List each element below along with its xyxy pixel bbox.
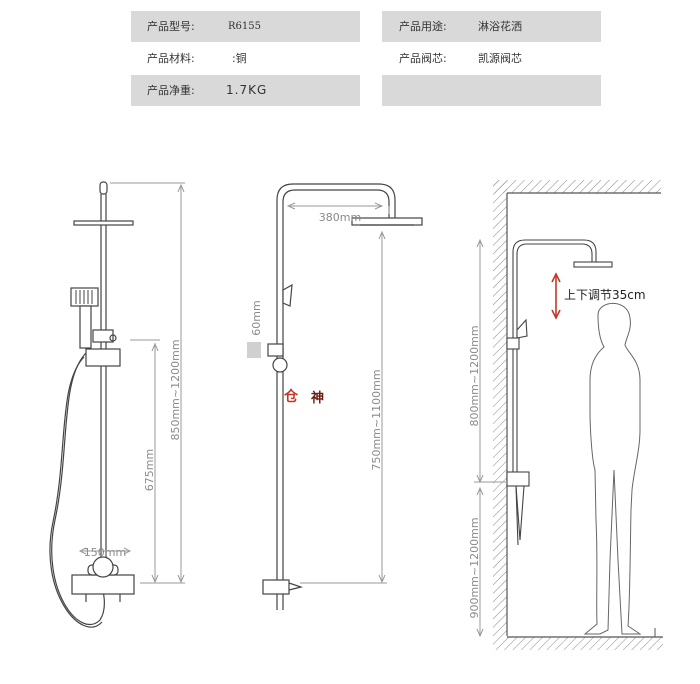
thermostatic-mixer	[71, 574, 135, 595]
side-view	[262, 183, 423, 610]
usage-value: 淋浴花洒	[478, 20, 522, 33]
wall-shower-arm	[512, 239, 597, 480]
handshower-height-dim: 675mm	[143, 449, 156, 491]
ceiling-range-dim: 800mm~1200mm	[468, 325, 481, 426]
floor	[507, 637, 663, 650]
diverter-block	[85, 348, 121, 367]
spec-row-empty-bg	[382, 75, 601, 106]
material-value: :铜	[232, 52, 247, 65]
svg-text:神: 神	[311, 390, 324, 406]
installation-view	[493, 180, 663, 650]
mixer-width-dim: 150mm	[84, 546, 126, 559]
hose	[51, 352, 105, 626]
human-figure	[583, 302, 642, 635]
overhead-shower	[73, 220, 134, 226]
adjust-arrow	[551, 272, 561, 320]
floor-range-dim: 900mm~1200mm	[468, 517, 481, 618]
arm-length-dim: 380mm	[319, 211, 361, 224]
spec-row-usage-bg	[382, 11, 601, 42]
wall	[493, 180, 507, 650]
valve-label: 产品阀芯:	[399, 52, 447, 65]
usage-label: 产品用途:	[399, 20, 447, 33]
total-height-dim: 850mm~1200mm	[169, 339, 182, 440]
spec-row-weight-bg	[131, 75, 360, 106]
shower-arm	[276, 183, 396, 610]
shower-holder	[92, 329, 114, 343]
model-value: R6155	[228, 21, 261, 32]
wall-mixer	[506, 471, 530, 487]
wall-overhead-shower	[573, 261, 613, 268]
adjust-note: 上下调节35cm	[564, 288, 646, 302]
spec-row-valve-bg	[382, 43, 601, 74]
front-view-dimensions	[78, 182, 185, 584]
installation-dimensions	[474, 238, 508, 638]
holder-gray-block	[247, 342, 261, 358]
weight-label: 产品净重:	[147, 84, 195, 97]
holder-size-dim: 60mm	[250, 300, 263, 335]
handshower-holder-side	[282, 283, 293, 307]
spec-row-material-bg	[131, 43, 360, 74]
spec-row-model-bg	[131, 11, 360, 42]
valve-value: 凯源阀芯	[478, 52, 522, 65]
material-label: 产品材料:	[147, 52, 195, 65]
top-cap	[99, 181, 108, 195]
side-valve	[262, 579, 290, 595]
svg-text:仓: 仓	[283, 388, 299, 405]
rail-height-dim: 750mm~1100mm	[370, 369, 383, 470]
weight-value: 1.7KG	[226, 83, 268, 97]
hand-shower-handle	[79, 305, 92, 349]
overhead-shower-side	[351, 217, 423, 226]
ceiling	[493, 180, 661, 193]
side-view-dimensions	[286, 202, 390, 584]
front-view	[49, 181, 135, 628]
watermark: 仓 神	[283, 388, 324, 406]
model-label: 产品型号:	[147, 20, 195, 33]
slider-knob	[272, 357, 288, 373]
